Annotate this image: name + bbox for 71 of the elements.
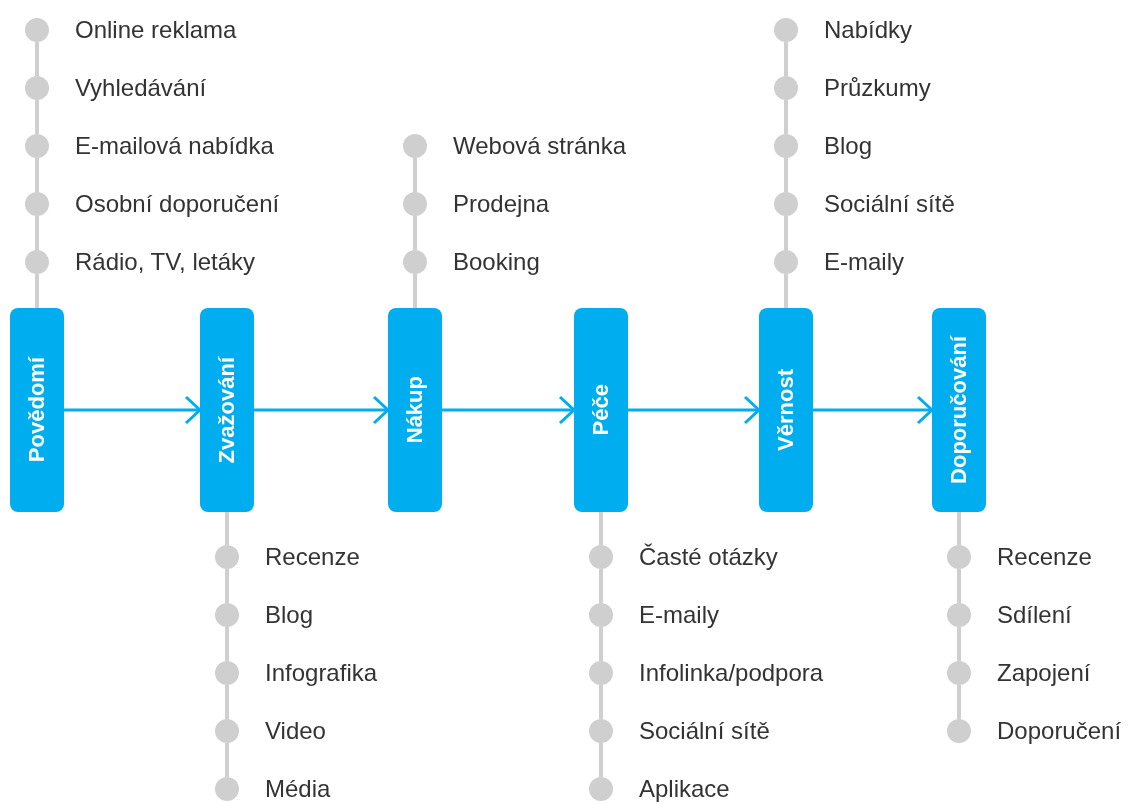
arrow <box>64 395 202 425</box>
list-item-text: Booking <box>453 250 540 274</box>
connector-line <box>599 627 603 661</box>
list-item-text: Sdílení <box>997 603 1072 627</box>
connector-line <box>225 512 229 545</box>
list-item-text: Rádio, TV, letáky <box>75 250 256 274</box>
connector-line <box>35 100 39 134</box>
list-item-text: Doporučení <box>997 719 1122 743</box>
list-item-text: E-maily <box>824 250 904 274</box>
stage-box <box>759 308 813 512</box>
connector-line <box>225 743 229 777</box>
connector-line <box>35 216 39 250</box>
stage-label: Doporučování <box>946 336 972 484</box>
arrow <box>442 395 576 425</box>
list-item-text: Sociální sítě <box>639 719 770 743</box>
list-item-text: Recenze <box>997 545 1092 569</box>
connector-line <box>35 42 39 76</box>
connector-line <box>784 100 788 134</box>
list-item-text: Sociální sítě <box>824 192 955 216</box>
stage-label: Péče <box>588 384 614 436</box>
list-item-text: Infolinka/podpora <box>639 661 824 685</box>
list-item-text: E-maily <box>639 603 719 627</box>
list-item-text: Blog <box>265 603 314 627</box>
list-item-text: Nabídky <box>824 18 913 42</box>
connector-line <box>957 512 961 545</box>
list-item-text: Infografika <box>265 661 378 685</box>
stage-label: Věrnost <box>773 369 799 451</box>
stage-box <box>10 308 64 512</box>
connector-line <box>225 685 229 719</box>
connector-line <box>413 158 417 192</box>
connector-line <box>35 158 39 192</box>
connector-line <box>599 685 603 719</box>
list-item-text: Webová stránka <box>453 134 626 158</box>
connector-line <box>599 743 603 777</box>
arrow <box>254 395 390 425</box>
connector-line <box>784 274 788 308</box>
connector-line <box>599 569 603 603</box>
list-item-text: Prodejna <box>453 192 550 216</box>
stage-label: Nákup <box>402 376 428 444</box>
list-item-text: Osobní doporučení <box>75 192 280 216</box>
connector-line <box>784 42 788 76</box>
list-item-text: Média <box>265 777 331 801</box>
connector-line <box>413 274 417 308</box>
list-item-text: Online reklama <box>75 18 237 42</box>
connector-line <box>599 512 603 545</box>
connector-line <box>957 627 961 661</box>
arrow <box>813 395 934 425</box>
connector-line <box>225 627 229 661</box>
list-item-text: Průzkumy <box>824 76 931 100</box>
list-item-text: E-mailová nabídka <box>75 134 274 158</box>
arrow <box>628 395 761 425</box>
list-item-text: Vyhledávání <box>75 76 207 100</box>
stage-box <box>388 308 442 512</box>
list-item-text: Aplikace <box>639 777 730 801</box>
connector-line <box>35 274 39 308</box>
list-item-text: Recenze <box>265 545 360 569</box>
list-item-text: Časté otázky <box>639 545 778 569</box>
stage-box <box>574 308 628 512</box>
list-item-text: Zapojení <box>997 661 1091 685</box>
connector-line <box>957 569 961 603</box>
connector-line <box>784 216 788 250</box>
stage-label: Zvažování <box>214 356 240 464</box>
list-item-text: Blog <box>824 134 873 158</box>
list-item-text: Video <box>265 719 326 743</box>
stage-box <box>200 308 254 512</box>
connector-line <box>784 158 788 192</box>
connector-line <box>225 569 229 603</box>
connector-line <box>957 685 961 719</box>
stage-box <box>932 308 986 512</box>
stage-label: Povědomí <box>24 357 50 463</box>
connector-line <box>413 216 417 250</box>
